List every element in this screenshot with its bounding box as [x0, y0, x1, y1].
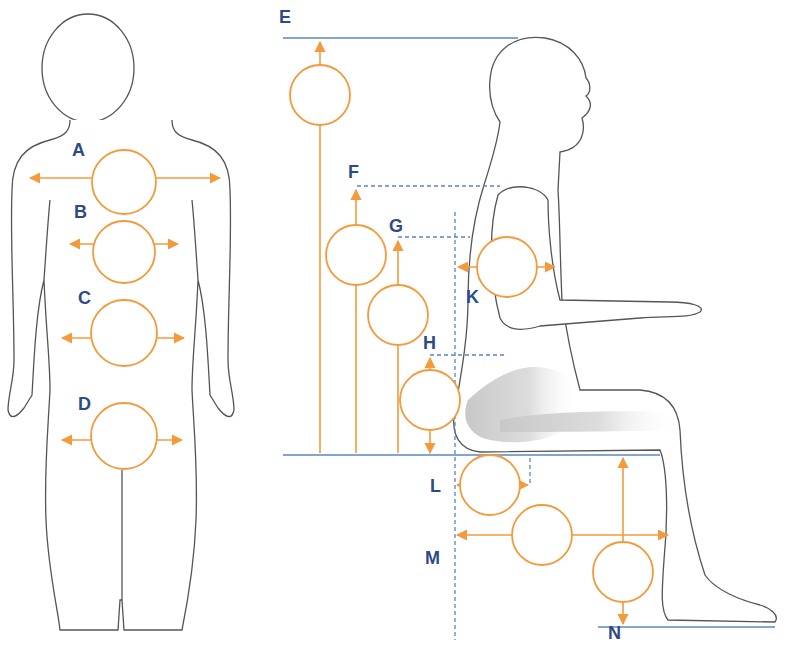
dimension-letter: N: [608, 623, 621, 643]
measurement-circles: [91, 65, 653, 602]
dimension-letter: F: [348, 162, 359, 182]
front-body-outline: [8, 14, 234, 630]
dimension-letter: E: [279, 7, 291, 27]
dimension-letter: M: [425, 548, 440, 568]
dimension-letter: B: [74, 202, 87, 222]
dimension-letter: D: [78, 394, 91, 414]
dimension-letter: H: [423, 333, 436, 353]
dimension-letter: K: [466, 287, 479, 307]
reference-lines: [283, 38, 775, 640]
seated-body-outline: [454, 37, 777, 622]
dimension-letter: A: [72, 140, 85, 160]
dimension-letter: C: [78, 288, 91, 308]
dimension-letter: L: [430, 476, 441, 496]
measurement-arrows: [30, 42, 668, 624]
dimension-letter: G: [389, 216, 403, 236]
